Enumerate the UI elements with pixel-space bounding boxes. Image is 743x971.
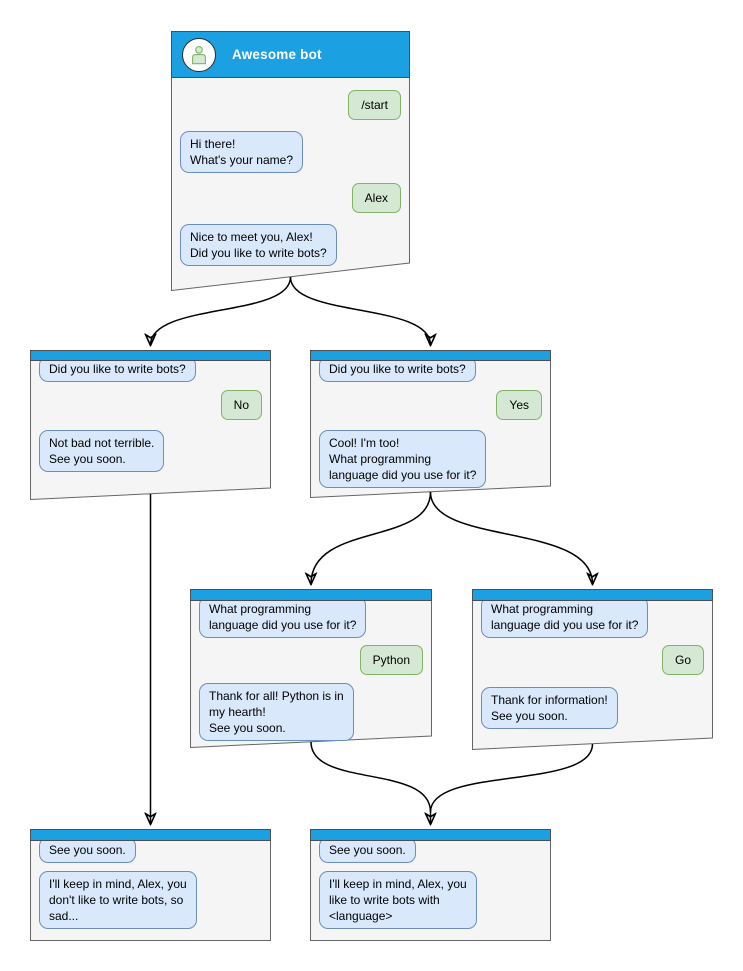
bot-avatar	[182, 38, 216, 72]
chat-window-header: Awesome bot	[171, 31, 410, 78]
user-message-bubble: No	[220, 390, 262, 420]
edge-go-to-end-yes	[429, 743, 594, 813]
node-header-bar	[310, 829, 551, 841]
bot-message-bubble: Thank for information! See you soon.	[481, 687, 618, 729]
node-header-bar	[190, 589, 432, 601]
bot-message-bubble: See you soon.	[319, 837, 416, 863]
node-header-bar	[472, 589, 713, 601]
person-icon	[192, 46, 206, 65]
bot-message-bubble: Not bad not terrible. See you soon.	[39, 430, 165, 472]
bot-message-bubble: Thank for all! Python is in my hearth! S…	[199, 683, 354, 741]
edge-yes-to-python	[311, 491, 432, 584]
user-message-bubble: /start	[348, 90, 401, 120]
bot-message-bubble: What programming language did you use fo…	[481, 596, 649, 638]
user-message-bubble: Yes	[496, 390, 542, 420]
edge-python-to-end-yes	[310, 741, 432, 813]
bot-message-bubble: See you soon.	[39, 837, 136, 863]
node-end-no: See you soon. I'll keep in mind, Alex, y…	[30, 829, 271, 941]
node-branch-python: What programming language did you use fo…	[190, 589, 432, 748]
user-message-bubble: Python	[359, 645, 423, 675]
bot-message-bubble: I'll keep in mind, Alex, you like to wri…	[319, 871, 477, 929]
node-branch-go: What programming language did you use fo…	[472, 589, 713, 750]
node-header-bar	[310, 350, 551, 361]
node-branch-no: Did you like to write bots? No Not bad n…	[30, 350, 271, 500]
node-branch-yes: Did you like to write bots? Yes Cool! I'…	[310, 350, 551, 498]
user-message-bubble: Go	[661, 645, 704, 675]
edge-yes-to-go	[429, 491, 593, 584]
node-root-chat-window: Awesome bot /start Hi there! What's your…	[171, 31, 410, 291]
node-header-bar	[30, 350, 271, 361]
node-header-bar	[30, 829, 271, 841]
bot-message-bubble: I'll keep in mind, Alex, you don't like …	[39, 871, 197, 929]
bot-message-bubble: Hi there! What's your name?	[180, 131, 304, 173]
bot-message-bubble: Cool! I'm too! What programming language…	[319, 430, 487, 488]
bot-message-bubble: What programming language did you use fo…	[199, 596, 367, 638]
chat-window-title: Awesome bot	[232, 47, 322, 62]
bot-message-bubble: Nice to meet you, Alex! Did you like to …	[180, 224, 337, 266]
user-message-bubble: Alex	[351, 183, 401, 213]
node-end-yes: See you soon. I'll keep in mind, Alex, y…	[310, 829, 551, 941]
